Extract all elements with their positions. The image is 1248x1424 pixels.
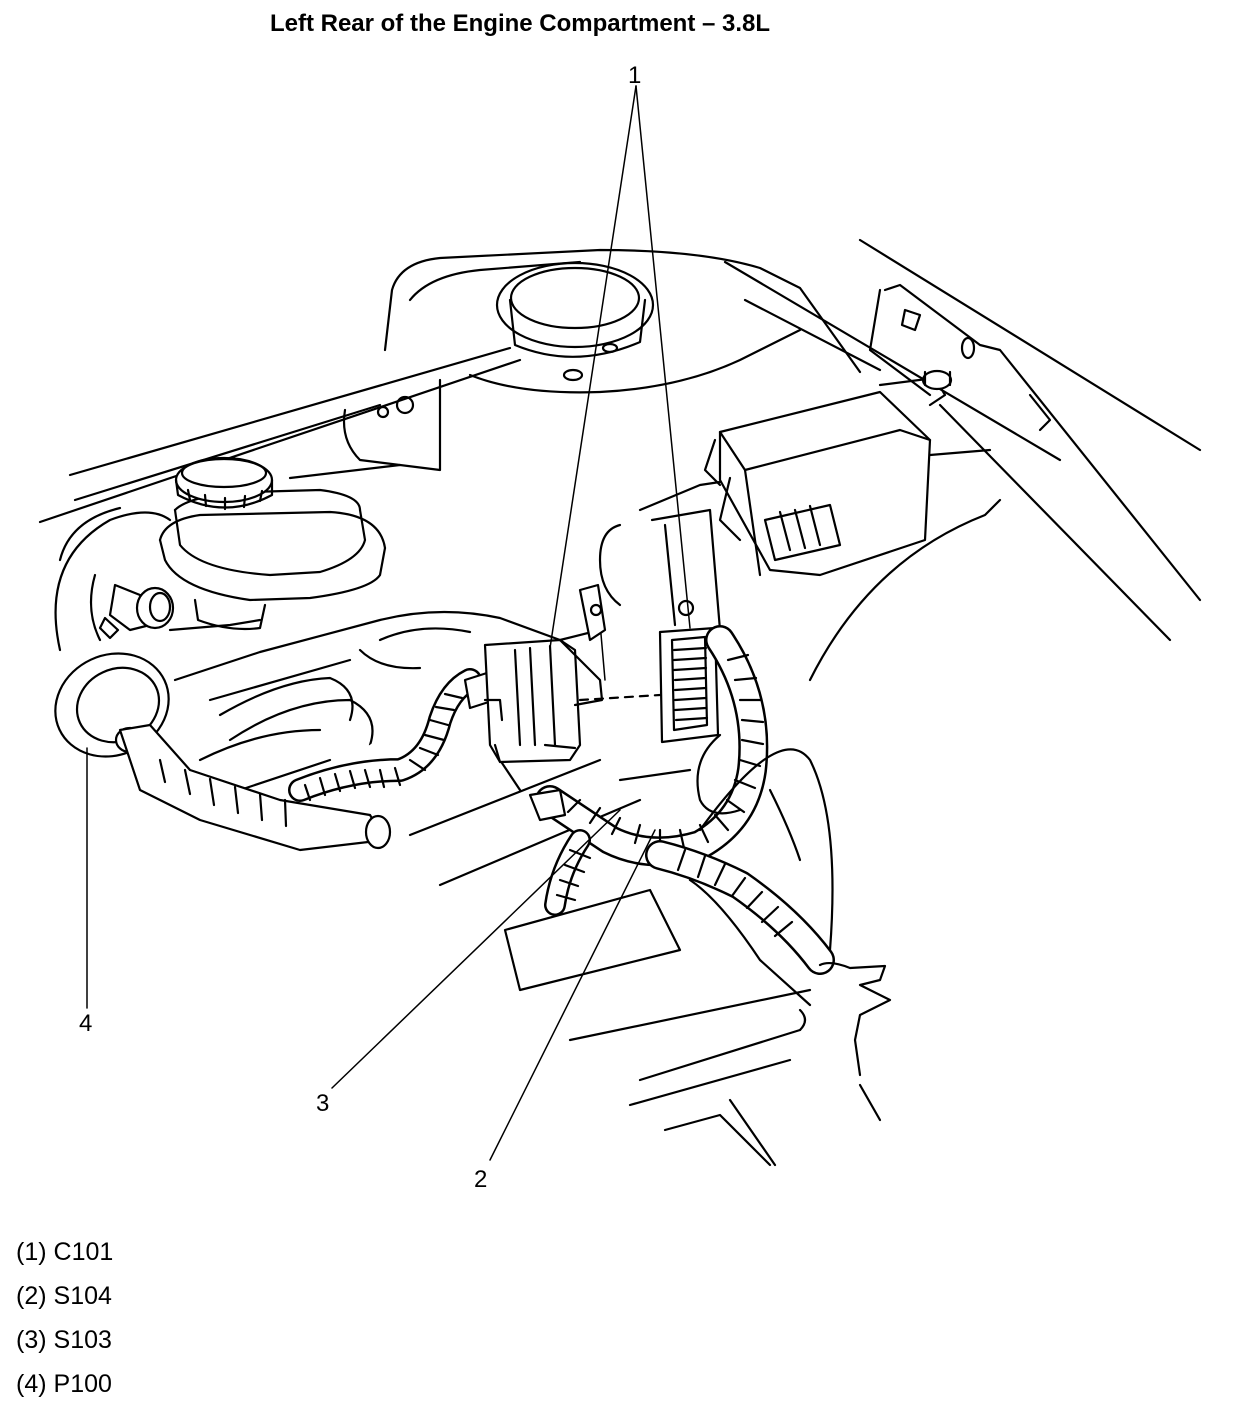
callout-1: 1 [628,62,642,89]
conduit-left [288,668,497,802]
legend-label: S103 [53,1326,112,1354]
callout-2: 2 [474,1166,488,1193]
legend-label: C101 [53,1238,114,1266]
legend-number: (4) [16,1370,47,1398]
legend-label: P100 [53,1370,112,1398]
control-module [703,390,932,577]
legend-label: S104 [53,1282,112,1310]
firewall [723,238,1202,682]
strut-tower [383,248,862,394]
callout-3: 3 [316,1090,330,1117]
grommet-p100 [54,652,392,852]
legend-number: (1) [16,1238,47,1266]
main-harness [528,625,835,975]
lower-panel [503,748,892,1167]
diagram-title: Left Rear of the Engine Compartment – 3.… [269,10,771,37]
legend-item-1: (1) C101 [16,1236,113,1280]
brake-reservoir [158,456,387,631]
brake-booster [54,511,262,652]
legend-number: (2) [16,1282,47,1310]
engine-compartment-drawing [38,85,1202,1167]
connector-c101-left [483,583,607,764]
callout-4: 4 [79,1010,93,1037]
legend-item-4: (4) P100 [16,1368,113,1412]
connector-c101-right [598,480,722,744]
fender-rails [38,346,522,562]
legend-item-3: (3) S103 [16,1324,113,1368]
leader-lines [86,85,691,1161]
legend: (1) C101 (2) S104 (3) S103 (4) P100 [16,1236,113,1412]
legend-number: (3) [16,1326,47,1354]
intake-manifold [173,610,642,887]
legend-item-2: (2) S104 [16,1280,113,1324]
bracket-bolt [878,369,953,407]
